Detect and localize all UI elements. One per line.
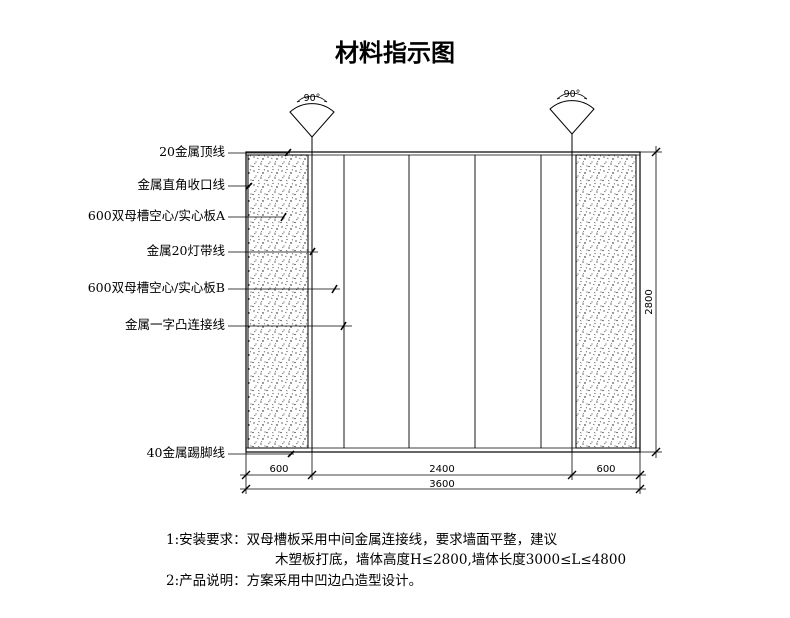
- callout-top-trim: 20金属顶线: [159, 144, 225, 159]
- callout-panel-b: 600双母槽空心/实心板B: [87, 280, 225, 295]
- callout-skirting: 40金属踢脚线: [146, 445, 225, 460]
- note-install-line2: 木塑板打底，墙体高度H≤2800,墙体长度3000≤L≤4800: [275, 552, 627, 568]
- height-dimension: [640, 146, 662, 458]
- angle-marker-right: 90°: [549, 89, 595, 152]
- dimension-middle: 2400: [429, 464, 454, 475]
- note-product: 2:产品说明：方案采用中凹边凸造型设计。: [166, 573, 423, 589]
- page-title: 材料指示图: [335, 39, 455, 67]
- dimension-left: 600: [269, 464, 288, 475]
- callout-corner-trim: 金属直角收口线: [137, 177, 225, 192]
- note-install-line1: 1:安装要求：双母槽板采用中间金属连接线，要求墙面平整，建议: [166, 532, 558, 548]
- callout-light-strip: 金属20灯带线: [146, 243, 225, 258]
- dimension-height: 2800: [644, 289, 655, 314]
- angle-label: 90°: [304, 93, 321, 104]
- dimension-total: 3600: [429, 479, 454, 490]
- callout-connector: 金属一字凸连接线: [124, 317, 225, 332]
- angle-marker-left: 90°: [289, 93, 335, 152]
- right-panel-a: [575, 154, 637, 449]
- left-panel-a: [247, 154, 309, 449]
- callout-panel-a: 600双母槽空心/实心板A: [87, 208, 225, 223]
- wall-outline: [245, 151, 641, 453]
- dimension-right: 600: [596, 464, 615, 475]
- width-dimension: [240, 452, 646, 494]
- leader-lines: [228, 148, 352, 458]
- angle-label: 90°: [564, 89, 581, 100]
